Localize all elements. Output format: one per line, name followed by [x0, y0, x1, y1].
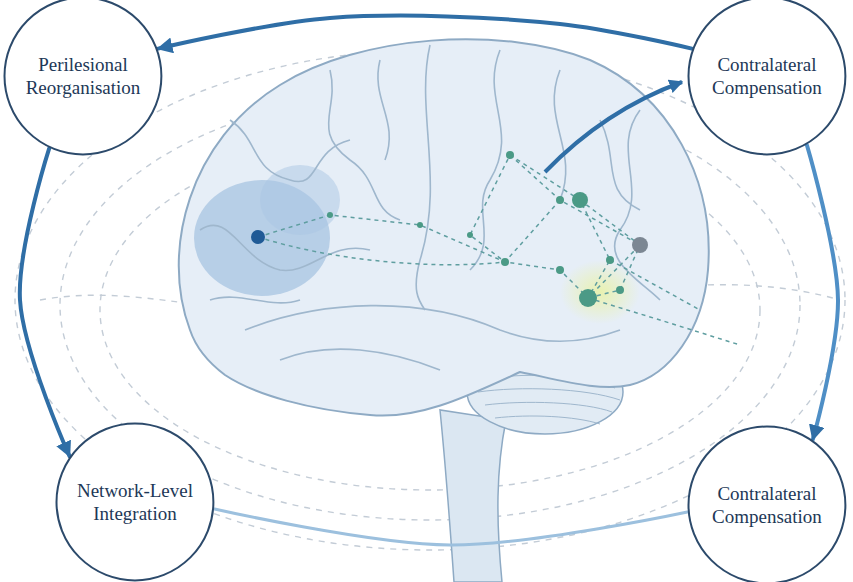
node-label: Contralateral Compensation	[701, 53, 833, 99]
curved-arrow	[20, 148, 70, 456]
circle-shape	[689, 427, 846, 582]
process-circle: Perilesional Reorganisation	[3, 0, 163, 156]
brain-arrow	[545, 82, 682, 172]
circle-shape	[689, 0, 846, 154]
circle-shape	[5, 0, 162, 154]
circle-shape	[57, 424, 214, 581]
node-label: Perilesional Reorganisation	[17, 53, 149, 99]
circle-outline	[55, 422, 215, 582]
process-circle: Contralateral Compensation	[687, 0, 847, 156]
brain	[179, 39, 740, 582]
curved-arrow	[807, 145, 838, 439]
node-label: Network-Level Integration	[69, 479, 201, 525]
curved-arrow	[158, 16, 692, 49]
node-label: Contralateral Compensation	[701, 482, 833, 528]
process-circle: Network-Level Integration	[55, 422, 215, 582]
curved-arrow	[215, 509, 688, 545]
process-circle: Contralateral Compensation	[687, 425, 847, 582]
